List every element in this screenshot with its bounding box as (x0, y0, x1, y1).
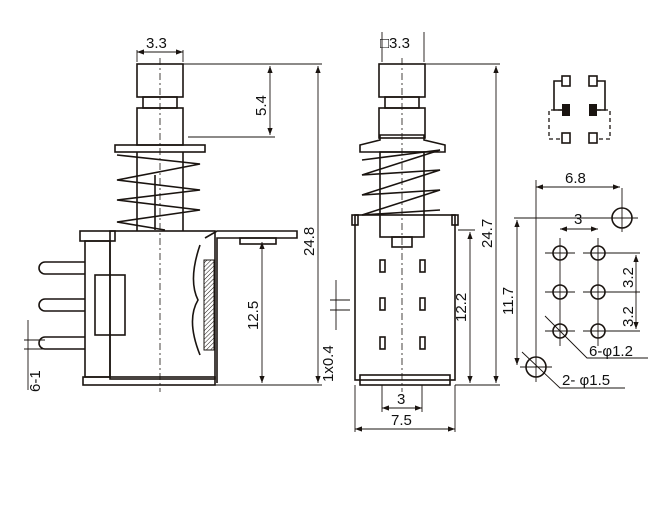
dim-footprint-height: 11.7 (500, 287, 517, 315)
side-view: 3.3 5.4 24.8 12.5 6-1 1x0.4 (24, 35, 350, 392)
dim-button-travel: 5.4 (253, 95, 270, 116)
dim-front-body-height: 12.2 (453, 293, 470, 322)
circuit-schematic-icon (548, 75, 611, 144)
front-view: □3.3 24.7 12.2 3 7.5 (351, 32, 500, 432)
dim-side-total-height: 24.8 (301, 227, 318, 256)
pcb-footprint: 6.8 3 11.7 3.2 3.2 6-φ1.2 2- φ1.5 (500, 170, 648, 389)
dim-pin-spacing: 3 (397, 391, 405, 408)
label-large-holes: 2- φ1.5 (562, 372, 610, 389)
dim-row-pitch-2: 3.2 (620, 306, 637, 327)
dim-side-body-height: 12.5 (245, 301, 262, 330)
dim-pin-pitch: 6-1 (27, 370, 44, 392)
dim-pin-size: 1x0.4 (320, 345, 337, 382)
pin-slots (379, 259, 426, 350)
dim-column-pitch: 3 (574, 211, 582, 228)
dim-button-square: □3.3 (380, 35, 410, 52)
dim-row-pitch-1: 3.2 (620, 267, 637, 288)
dim-body-width: 7.5 (391, 412, 412, 429)
dim-side-top-width: 3.3 (146, 35, 167, 52)
dim-front-total-height: 24.7 (479, 219, 496, 248)
label-small-holes: 6-φ1.2 (589, 343, 633, 360)
dim-footprint-width: 6.8 (565, 170, 586, 187)
